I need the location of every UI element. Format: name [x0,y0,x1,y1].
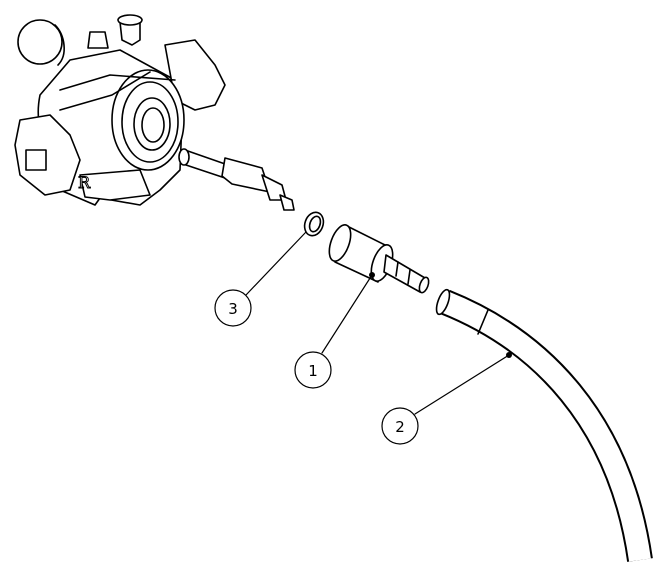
callout-label: 2 [395,418,405,436]
hex-nut [25,149,47,171]
valve-cartridge [178,148,295,211]
o-ring [303,211,325,237]
grease-nipple [87,31,109,49]
callout-label: 1 [308,362,318,380]
callout-1: 1 [294,272,375,389]
hose [435,288,653,562]
callout-label: 3 [228,300,238,318]
knob-cap [17,19,63,65]
callout-2: 2 [381,352,512,445]
valve-marking: R [78,173,91,192]
star-knob-left [14,114,81,196]
valve-body: R [14,14,226,206]
callout-3: 3 [214,231,307,327]
hose-connector [328,224,430,294]
